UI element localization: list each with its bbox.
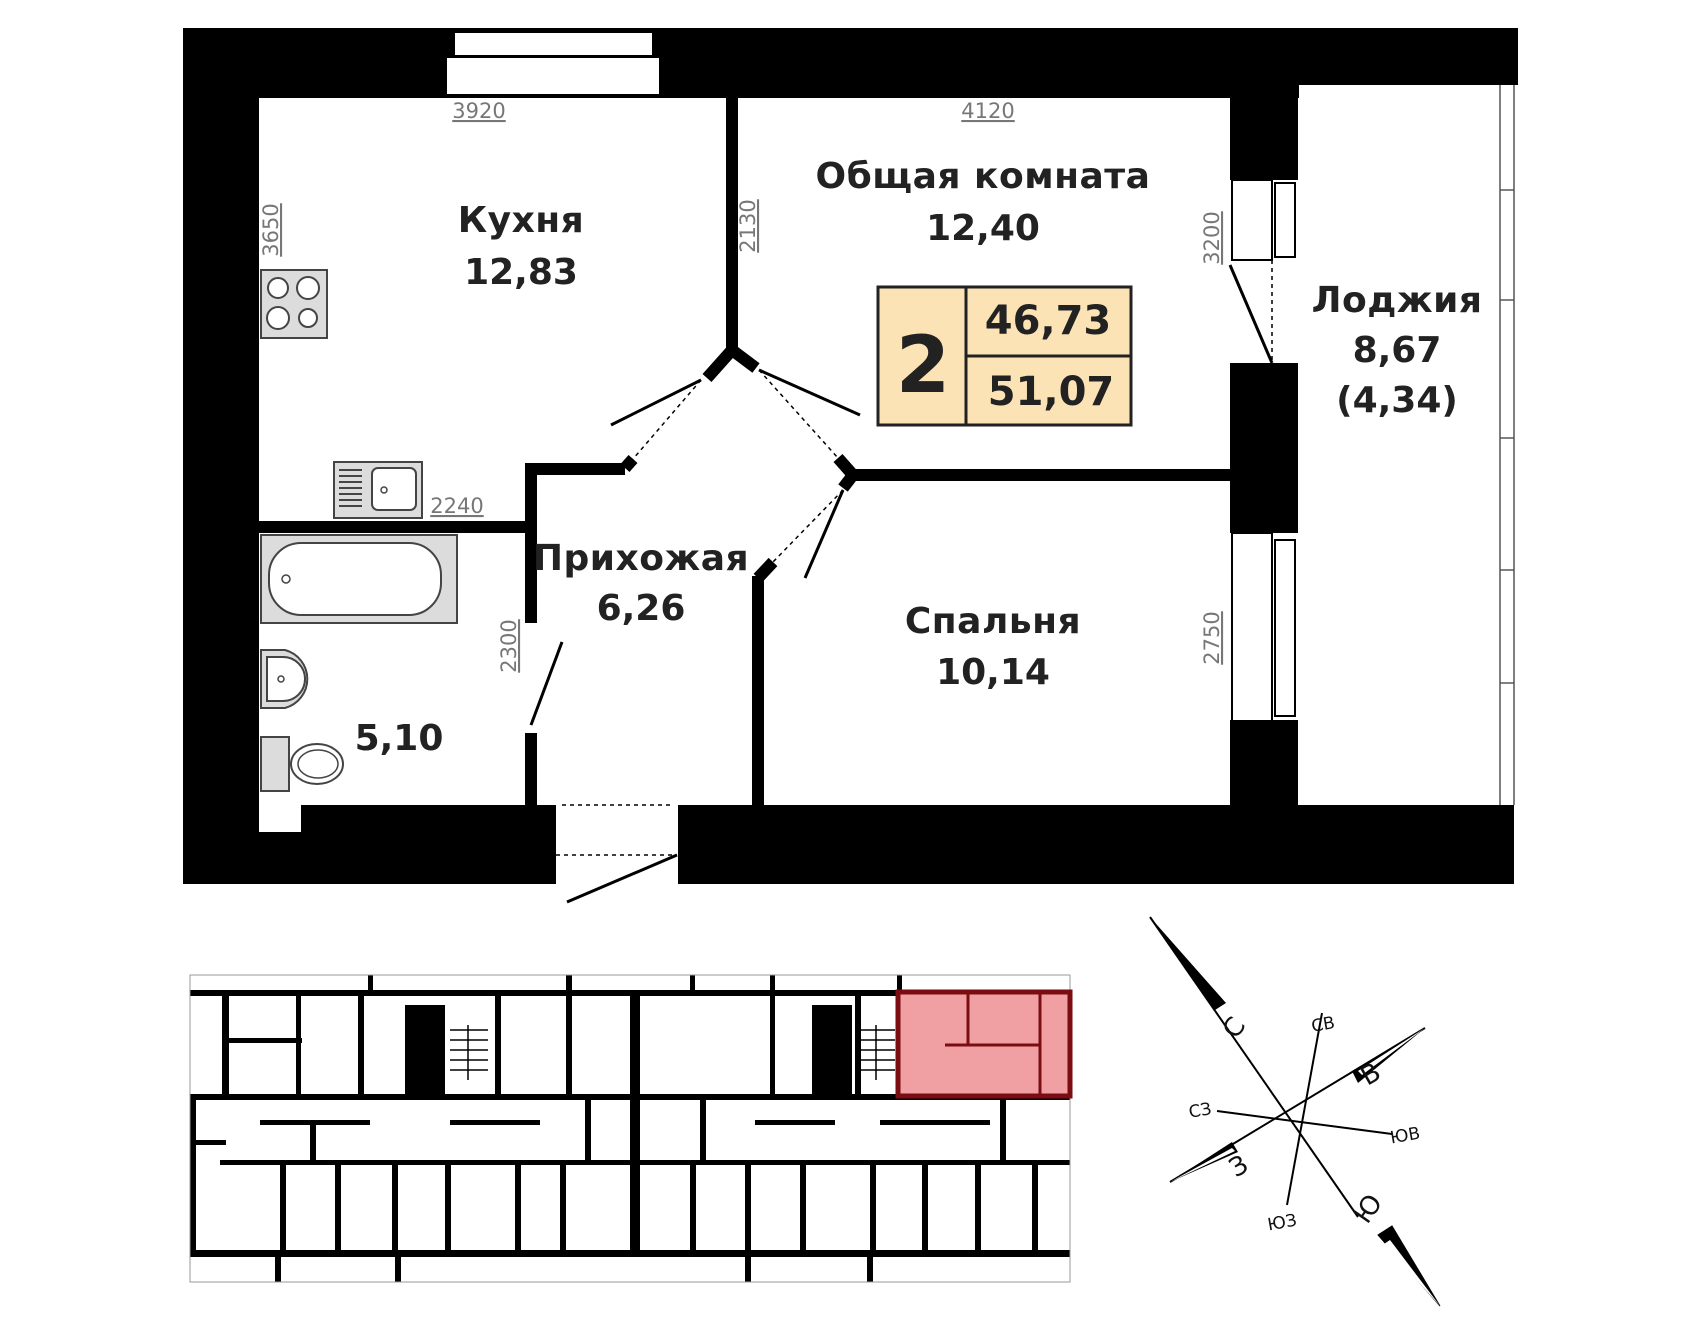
toilet-icon — [260, 736, 344, 792]
dim-kitchen-width: 3920 — [452, 99, 505, 123]
compass-southeast-label: ЮВ — [1389, 1124, 1422, 1149]
compass-rose: С Ю В З СВ СЗ ЮВ ЮЗ — [1149, 916, 1441, 1307]
dim-living-width: 4120 — [961, 99, 1014, 123]
dim-kitchen-depth: 3650 — [259, 203, 283, 256]
south-arrow-icon — [1377, 1225, 1441, 1307]
compass-south-label: Ю — [1348, 1189, 1389, 1229]
kitchen-sink-icon — [333, 461, 423, 519]
loggia-name: Лоджия — [1312, 280, 1483, 321]
bathtub-icon — [260, 534, 458, 624]
total-area: 51,07 — [988, 369, 1115, 415]
bathroom-area: 5,10 — [355, 718, 444, 759]
west-arrow-icon — [1170, 1142, 1238, 1182]
dim-hall-depth: 2300 — [497, 619, 521, 672]
kitchen-area: 12,83 — [464, 252, 578, 293]
dim-living-depth: 2130 — [736, 199, 760, 252]
bathroom-niche — [259, 805, 301, 832]
dim-bath-width: 2240 — [430, 494, 483, 518]
door-arcs — [530, 260, 1273, 856]
dim-loggia-depth: 3200 — [1200, 211, 1224, 264]
bedroom-name: Спальня — [905, 601, 1081, 642]
bedroom-area: 10,14 — [936, 652, 1050, 693]
compass-northwest-label: СЗ — [1187, 1099, 1213, 1123]
living-area-total: 46,73 — [985, 298, 1112, 344]
compass-north-label: С — [1217, 1012, 1252, 1044]
kitchen-name: Кухня — [458, 200, 585, 241]
hall-name: Прихожая — [533, 538, 749, 579]
room-count: 2 — [896, 321, 950, 411]
apartment-walls — [183, 28, 1518, 884]
floor-key-plan — [189, 974, 1073, 1283]
washbasin-icon — [260, 649, 309, 709]
compass-west-label: З — [1224, 1150, 1253, 1184]
loggia-glazing — [1499, 85, 1515, 805]
stove-icon — [260, 269, 328, 339]
hall-diagonal-walls — [620, 345, 858, 583]
windows — [447, 33, 1519, 805]
door-swings — [529, 264, 1274, 904]
north-arrow-icon — [1150, 917, 1226, 1010]
compass-northeast-label: СВ — [1310, 1013, 1337, 1037]
living-room-name: Общая комната — [816, 156, 1151, 197]
area-badge: 2 46,73 51,07 — [876, 285, 1133, 427]
hall-area: 6,26 — [597, 588, 686, 629]
loggia-reduced-area: (4,34) — [1336, 380, 1458, 421]
loggia-area: 8,67 — [1353, 330, 1442, 371]
dim-bedroom-depth: 2750 — [1200, 611, 1224, 664]
living-room-area: 12,40 — [926, 208, 1040, 249]
compass-southwest-label: ЮЗ — [1266, 1211, 1298, 1236]
east-arrow-icon — [1352, 1028, 1425, 1083]
